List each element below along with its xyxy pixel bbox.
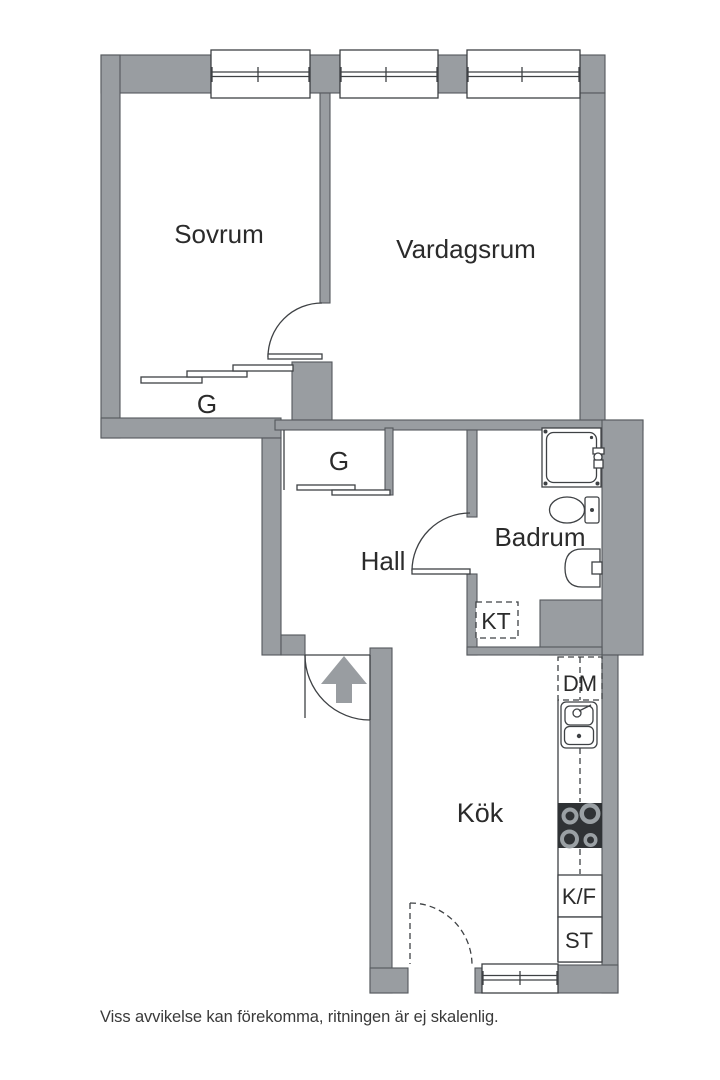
wall-window-stub [474,967,483,994]
door-arc [267,302,323,358]
dishwasher-box [557,656,603,701]
windows [210,49,581,994]
wall-top-pier-1 [309,54,341,94]
wall-bathroom-right-shaft [601,419,644,656]
shower-icon [541,427,605,488]
door-leaf [411,568,471,575]
label-kt: KT [481,608,510,634]
wall-hall-left [261,437,282,656]
tall-cabinet-box [557,916,603,963]
door-entrance [304,654,371,721]
door-arc [409,902,473,966]
room-label-sovrum: Sovrum [174,219,264,249]
wall-hall-closet-right [384,427,394,496]
kitchen-counter [557,656,603,963]
room-label-kok: Kök [457,798,504,828]
wall-top-pier-2 [437,54,468,94]
room-labels: Sovrum Vardagsrum Hall Badrum Kök G G KT… [174,219,597,953]
window-living-1 [339,49,439,99]
wall-kitchen-left [369,647,393,994]
door-bedroom [267,302,323,360]
wall-bathroom-left-upper [466,429,478,518]
entrance-arrow-icon [321,656,367,703]
wall-kt-shaft [539,599,603,656]
window-bedroom [210,49,311,99]
label-dishwasher: DM [563,671,597,696]
door-arc [304,654,371,721]
doors [267,302,473,966]
kitchen-sink-icon [560,701,598,749]
wall-top-right [579,54,606,94]
closet-label-bedroom: G [197,389,217,419]
disclaimer-caption: Viss avvikelse kan förekomma, ritningen … [100,1008,499,1026]
wall-right-upper [579,92,606,421]
fridge-freezer-box [557,874,603,918]
window-living-2 [466,49,581,99]
toilet-icon [548,496,600,524]
washbasin-icon [564,548,603,588]
wall-bedroom-bottom [100,417,282,439]
door-balcony-dashed [409,902,473,966]
wall-closet-pier [291,361,333,421]
stove-icon [558,803,602,849]
kt-box [475,601,519,639]
room-label-vardagsrum: Vardagsrum [396,234,536,264]
wall-kitchen-right [601,654,619,994]
walls [100,54,644,994]
wall-kitchen-top [466,646,603,656]
wall-room-divider [319,92,331,304]
closet-sliding-doors-hall [296,484,391,496]
closet-label-hall: G [329,446,349,476]
floorplan-drawing: Sovrum Vardagsrum Hall Badrum Kök G G KT… [100,49,644,994]
wall-bottom-right [557,964,619,994]
wall-left [100,54,121,439]
wall-entry-stub [280,634,306,656]
door-bathroom [411,512,471,575]
window-kitchen [481,963,559,994]
label-tall-cabinet: ST [565,928,593,953]
wall-bottom-left-stub [369,967,409,994]
room-label-hall: Hall [361,546,406,576]
door-arc [411,512,471,572]
label-fridge-freezer: K/F [562,884,596,909]
room-label-badrum: Badrum [494,522,585,552]
door-leaf [267,353,323,360]
closet-sliding-doors-bedroom [140,364,294,384]
